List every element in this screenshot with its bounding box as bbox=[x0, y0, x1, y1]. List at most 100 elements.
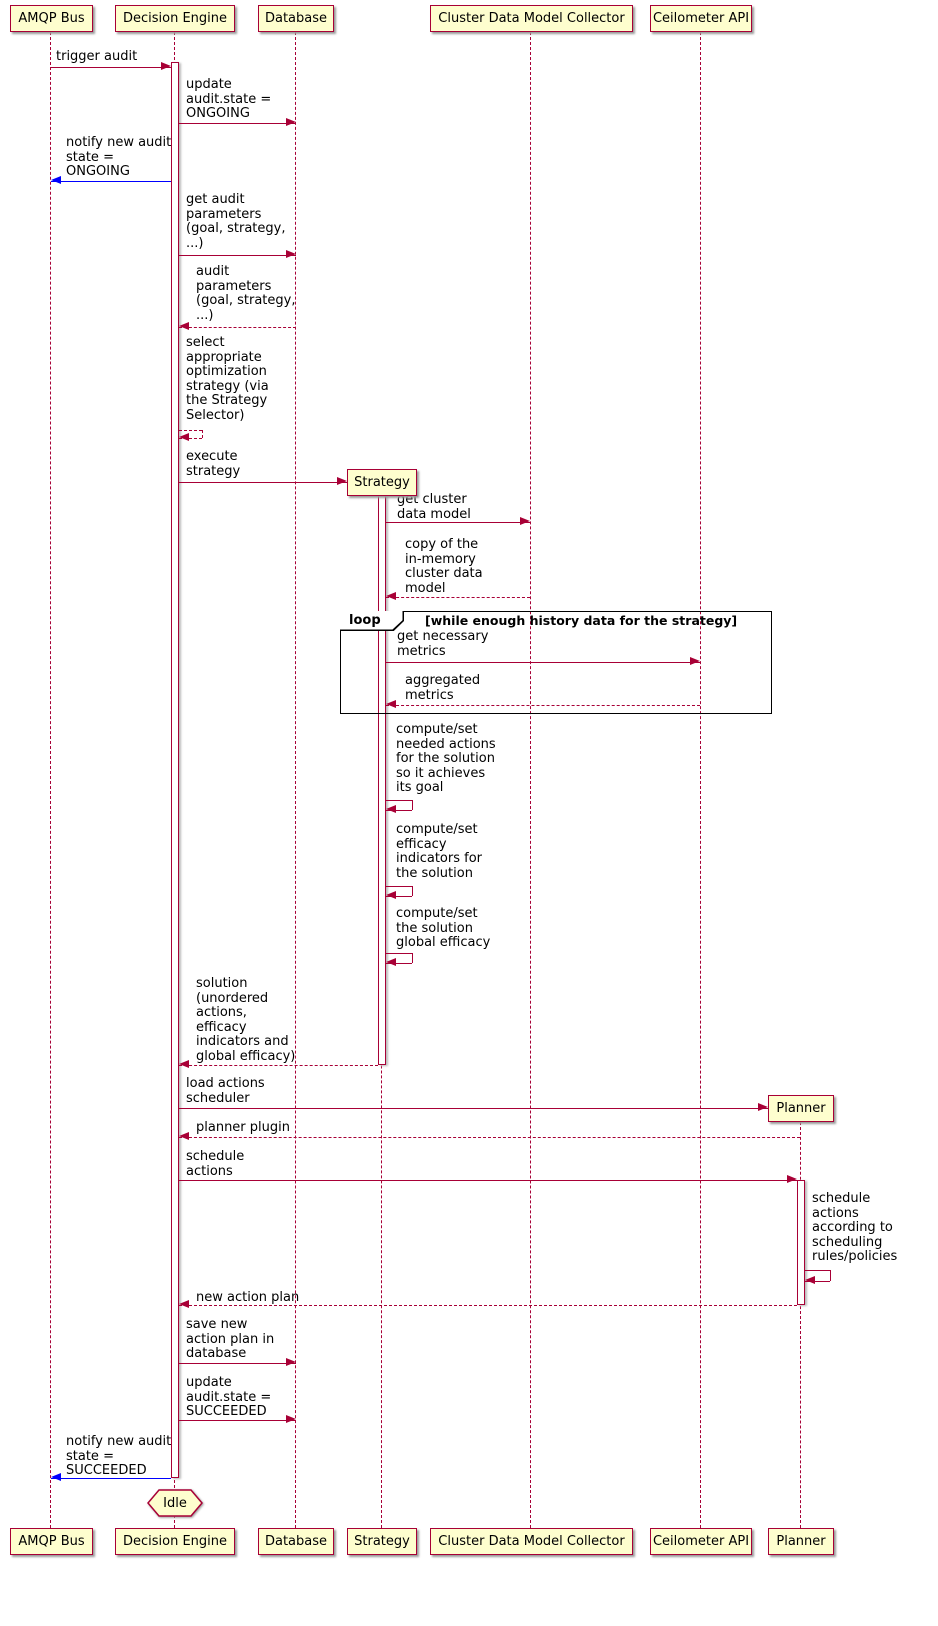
lifeline-database bbox=[295, 32, 296, 1528]
lifeline-amqp-bus bbox=[50, 32, 51, 1528]
arrow-notify-ongoing bbox=[51, 181, 171, 182]
arrowhead-solution-return bbox=[179, 1060, 189, 1068]
participant-planner-created: Planner bbox=[768, 1095, 834, 1122]
loop-keyword: loop bbox=[340, 611, 403, 630]
arrow-metrics-return bbox=[386, 705, 700, 706]
arrowhead-trigger-audit bbox=[161, 62, 171, 70]
message-compute-global: compute/set the solution global efficacy bbox=[396, 906, 491, 951]
arrow-cluster-model-return bbox=[386, 597, 530, 598]
idle-hexagon-shape bbox=[147, 1489, 203, 1517]
activation-planner bbox=[797, 1180, 805, 1305]
activation-strategy bbox=[378, 492, 386, 1065]
participant-decision-engine-top: Decision Engine bbox=[115, 5, 235, 32]
participant-strategy-bottom: Strategy bbox=[347, 1528, 417, 1555]
message-get-audit-params: get audit parameters (goal, strategy, ..… bbox=[186, 192, 286, 251]
arrow-update-state-succeeded bbox=[179, 1420, 296, 1421]
participant-database-bottom: Database bbox=[258, 1528, 334, 1555]
lifeline-ceilometer-api bbox=[700, 32, 701, 1528]
message-schedule-actions: schedule actions bbox=[186, 1149, 245, 1179]
message-schedule-self: schedule actions according to scheduling… bbox=[812, 1191, 898, 1265]
idle-end-state: Idle bbox=[147, 1489, 203, 1517]
arrow-compute-global-side bbox=[412, 953, 413, 963]
arrow-select-strategy-side bbox=[202, 430, 203, 438]
arrow-solution-return bbox=[179, 1065, 378, 1066]
loop-frame-tab: loop bbox=[340, 611, 404, 631]
arrowhead-get-audit-params bbox=[286, 250, 296, 258]
participant-ceilometer-api-bottom: Ceilometer API bbox=[650, 1528, 752, 1555]
arrow-audit-params-return bbox=[179, 327, 296, 328]
arrowhead-schedule-self bbox=[805, 1276, 815, 1284]
participant-database-top: Database bbox=[258, 5, 334, 32]
message-update-state-ongoing: update audit.state = ONGOING bbox=[186, 77, 272, 122]
message-load-scheduler: load actions scheduler bbox=[186, 1076, 265, 1106]
arrowhead-save-action-plan bbox=[286, 1358, 296, 1366]
participant-decision-engine-bottom: Decision Engine bbox=[115, 1528, 235, 1555]
loop-condition: [while enough history data for the strat… bbox=[425, 613, 738, 628]
message-notify-succeeded: notify new audit state = SUCCEEDED bbox=[66, 1434, 172, 1479]
arrow-schedule-actions bbox=[179, 1180, 797, 1181]
idle-label: Idle bbox=[163, 1495, 187, 1511]
arrowhead-get-metrics bbox=[690, 657, 700, 665]
arrow-compute-actions-top bbox=[386, 800, 412, 801]
message-planner-plugin-return: planner plugin bbox=[196, 1120, 290, 1135]
arrow-update-state-ongoing bbox=[179, 123, 296, 124]
arrow-planner-plugin-return bbox=[179, 1137, 800, 1138]
arrowhead-planner-plugin-return bbox=[179, 1132, 189, 1140]
arrow-compute-efficacy-bottom bbox=[386, 896, 412, 897]
activation-decision-engine bbox=[171, 62, 179, 1478]
arrow-compute-global-bottom bbox=[386, 963, 412, 964]
arrow-save-action-plan bbox=[179, 1363, 296, 1364]
arrow-select-strategy-top bbox=[179, 430, 202, 431]
message-update-state-succeeded: update audit.state = SUCCEEDED bbox=[186, 1375, 272, 1420]
lifeline-cluster-data-model-collector bbox=[530, 32, 531, 1528]
participant-amqp-bus-bottom: AMQP Bus bbox=[10, 1528, 93, 1555]
arrowhead-metrics-return bbox=[386, 700, 396, 708]
message-solution-return: solution (unordered actions, efficacy in… bbox=[196, 976, 296, 1064]
arrowhead-cluster-model-return bbox=[386, 592, 396, 600]
arrowhead-select-strategy bbox=[179, 433, 189, 441]
message-execute-strategy: execute strategy bbox=[186, 449, 241, 479]
message-select-strategy: select appropriate optimization strategy… bbox=[186, 335, 269, 423]
participant-planner-bottom: Planner bbox=[768, 1528, 834, 1555]
arrowhead-notify-ongoing bbox=[51, 176, 61, 184]
arrowhead-audit-params-return bbox=[179, 322, 189, 330]
message-compute-actions: compute/set needed actions for the solut… bbox=[396, 722, 496, 796]
arrowhead-compute-efficacy bbox=[386, 891, 396, 899]
arrow-get-metrics bbox=[386, 662, 700, 663]
arrowhead-update-state-ongoing bbox=[286, 118, 296, 126]
arrow-trigger-audit bbox=[51, 67, 171, 68]
message-audit-params-return: audit parameters (goal, strategy, ...) bbox=[196, 264, 296, 323]
arrowhead-execute-strategy bbox=[337, 477, 347, 485]
arrow-new-action-plan bbox=[179, 1305, 797, 1306]
participant-amqp-bus-top: AMQP Bus bbox=[10, 5, 93, 32]
arrow-compute-actions-bottom bbox=[386, 810, 412, 811]
arrow-execute-strategy bbox=[179, 482, 347, 483]
arrow-compute-global-top bbox=[386, 953, 412, 954]
arrow-compute-efficacy-top bbox=[386, 886, 412, 887]
participant-cluster-data-model-collector-bottom: Cluster Data Model Collector bbox=[430, 1528, 633, 1555]
participant-ceilometer-api-top: Ceilometer API bbox=[650, 5, 752, 32]
arrowhead-get-cluster-model bbox=[520, 517, 530, 525]
arrowhead-new-action-plan bbox=[179, 1300, 189, 1308]
arrowhead-compute-actions bbox=[386, 805, 396, 813]
message-get-cluster-model: get cluster data model bbox=[397, 492, 471, 522]
arrowhead-update-state-succeeded bbox=[286, 1415, 296, 1423]
arrowhead-compute-global bbox=[386, 958, 396, 966]
arrow-get-cluster-model bbox=[386, 522, 530, 523]
arrow-schedule-self-bottom bbox=[805, 1281, 830, 1282]
message-new-action-plan: new action plan bbox=[196, 1290, 300, 1305]
arrowhead-notify-succeeded bbox=[51, 1473, 61, 1481]
arrowhead-load-scheduler bbox=[758, 1103, 768, 1111]
lifeline-planner bbox=[800, 1122, 801, 1528]
participant-strategy-created: Strategy bbox=[347, 469, 417, 496]
arrow-notify-succeeded bbox=[51, 1478, 171, 1479]
arrow-compute-actions-side bbox=[412, 800, 413, 810]
arrow-compute-efficacy-side bbox=[412, 886, 413, 896]
participant-cluster-data-model-collector-top: Cluster Data Model Collector bbox=[430, 5, 633, 32]
message-save-action-plan: save new action plan in database bbox=[186, 1317, 275, 1362]
arrow-schedule-self-side bbox=[830, 1270, 831, 1281]
message-get-metrics: get necessary metrics bbox=[397, 629, 489, 659]
loop-frame bbox=[340, 611, 772, 714]
arrow-get-audit-params bbox=[179, 255, 296, 256]
message-metrics-return: aggregated metrics bbox=[405, 673, 481, 703]
